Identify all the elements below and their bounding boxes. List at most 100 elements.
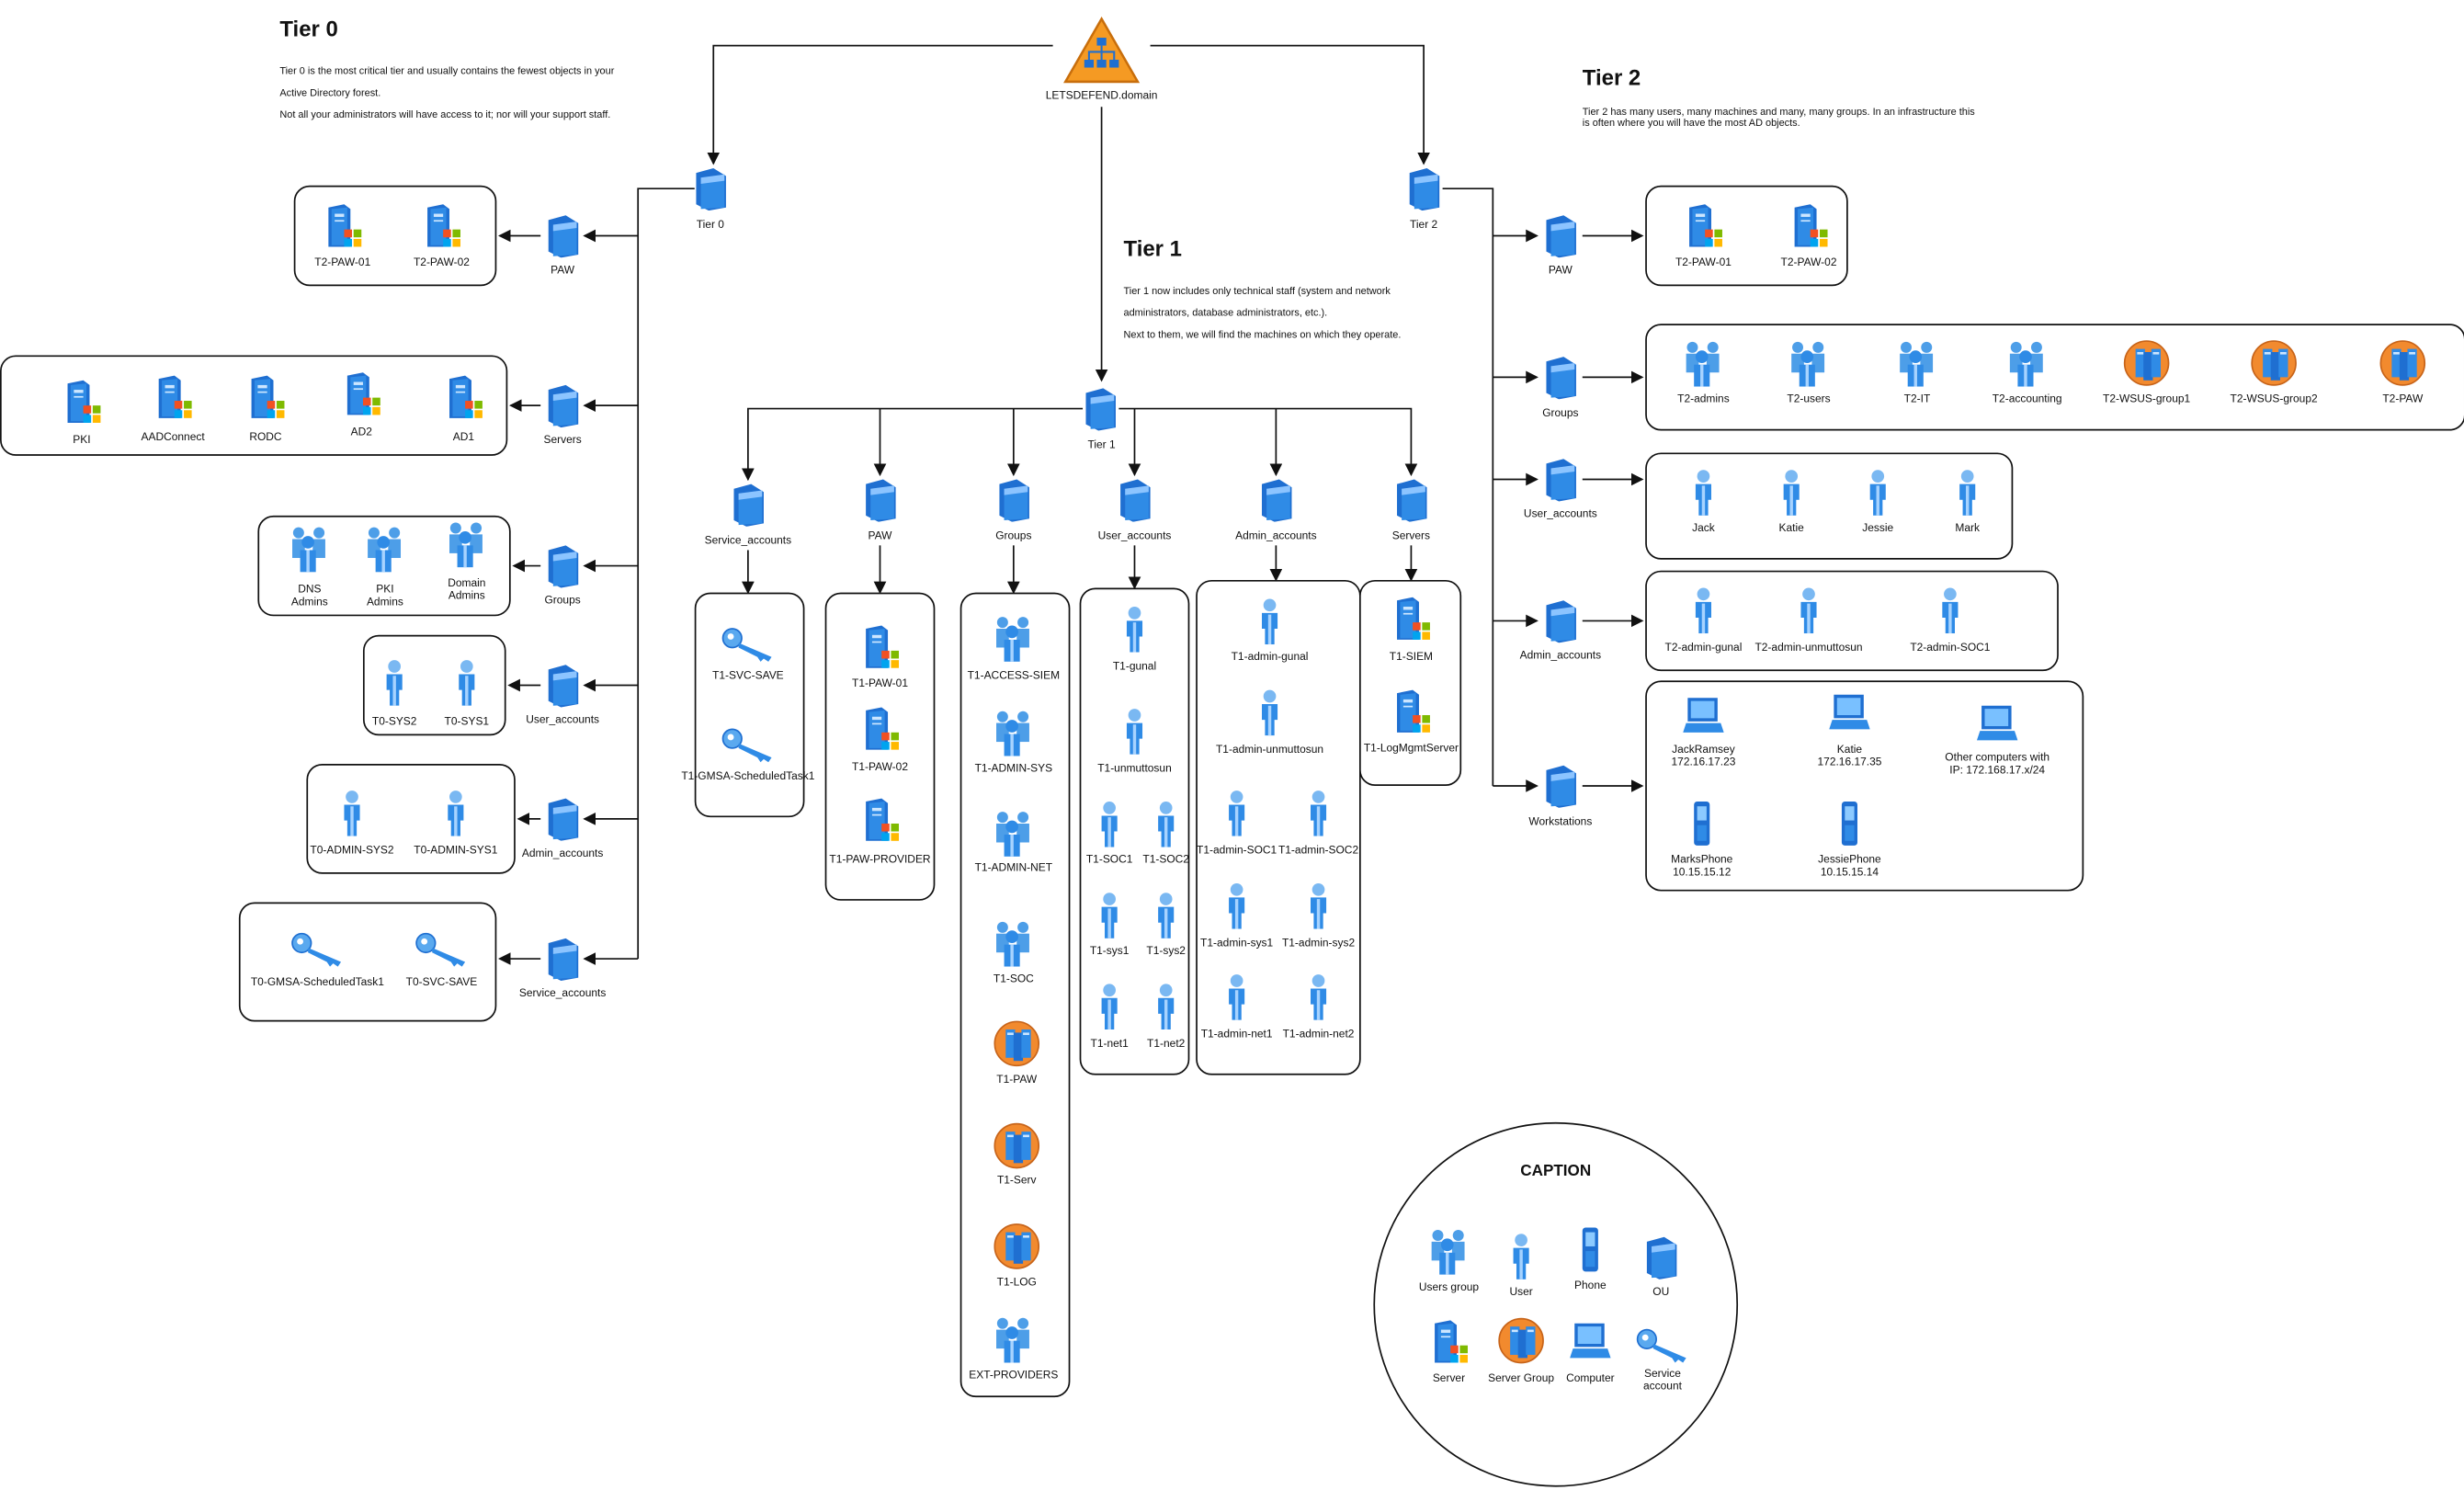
tier0-paw-box [293,185,497,287]
jack-label: Jack [1692,523,1715,535]
tier1-user-accounts-label: User_accounts [1097,530,1172,542]
caption-server-label: Server [1432,1373,1466,1385]
tier0-user-accounts-label: User_accounts [526,715,600,726]
katie-label: Katie 172.16.17.35 [1817,745,1882,769]
t0-gmsa-scheduledtask1-label: T0-GMSA-ScheduledTask1 [250,977,384,989]
t1-admin-gunal-label: T1-admin-gunal [1231,652,1309,664]
t1-admin-sys2-label: T1-admin-sys2 [1281,938,1356,950]
t0-admin-sys1-label: T0-ADMIN-SYS1 [414,845,498,857]
t1-svc-save-label: T1-SVC-SAVE [712,671,784,683]
tier2-workstations-label: Workstations [1528,817,1593,829]
t1-access-siem-label: T1-ACCESS-SIEM [967,671,1061,683]
tier2-description: Tier 2 has many users, many machines and… [1582,107,1975,130]
tier0-admin-accounts-label: Admin_accounts [521,848,604,860]
t2-paw-01-label: T2-PAW-01 [1675,257,1732,269]
tier1-admin-accounts-box [1196,579,1361,1075]
t1-paw-provider-label: T1-PAW-PROVIDER [829,855,931,867]
ext-providers-label: EXT-PROVIDERS [969,1371,1059,1382]
tier0-description: Tier 0 is the most critical tier and usu… [279,65,615,121]
t2-admins-label: T2-admins [1677,394,1730,406]
t1-logmgmtserver-label: T1-LogMgmtServer [1363,743,1459,755]
caption-user-label: User [1509,1287,1533,1299]
tier2-ou-label: Tier 2 [1410,220,1438,232]
t0-sys1-label: T0-SYS1 [444,716,490,728]
t1-admin-net1-label: T1-admin-net1 [1200,1029,1273,1041]
tier0-heading: Tier 0 [279,16,338,41]
katie-label: Katie [1778,523,1804,535]
tier2-admin-accounts-box [1645,570,2059,672]
t1-serv-label: T1-Serv [996,1176,1037,1187]
tier2-heading: Tier 2 [1582,64,1641,90]
t1-admin-unmuttosun-label: T1-admin-unmuttosun [1215,745,1324,756]
t1-paw-01-label: T1-PAW-01 [852,678,908,690]
caption-server-group-label: Server Group [1488,1373,1555,1385]
pki-label: PKI Admins [366,585,403,609]
t1-sys1-label: T1-sys1 [1089,946,1130,958]
t1-paw-label: T1-PAW [996,1075,1038,1086]
jessiephone-label: JessiePhone 10.15.15.14 [1818,855,1881,879]
t0-admin-sys2-label: T0-ADMIN-SYS2 [310,845,394,857]
tier2-user-accounts-label: User_accounts [1523,509,1597,520]
tier1-servers-label: Servers [1391,530,1431,542]
ad2-label: AD2 [350,427,372,439]
t1-net2-label: T1-net2 [1147,1039,1186,1051]
caption-phone-label: Phone [1574,1280,1607,1292]
tier1-ou-label: Tier 1 [1087,439,1116,451]
aadconnect-label: AADConnect [141,432,205,444]
t2-wsus-group1-label: T2-WSUS-group1 [2103,394,2191,406]
t1-siem-label: T1-SIEM [1389,652,1434,664]
pki-label: PKI [73,435,91,447]
t1-admin-soc1-label: T1-admin-SOC1 [1197,845,1277,857]
tier0-ou-label: Tier 0 [696,220,724,232]
t1-log-label: T1-LOG [996,1278,1037,1290]
tier1-paw-label: PAW [868,530,892,542]
t1-net1-label: T1-net1 [1090,1039,1129,1051]
t1-soc-label: T1-SOC [993,974,1034,986]
tier1-service-accounts-label: Service_accounts [704,536,792,548]
tier1-groups-label: Groups [995,530,1032,542]
domain-label: LETSDEFEND.domain [1045,91,1158,103]
dns-label: DNS Admins [290,585,328,609]
t2-admin-soc1-label: T2-admin-SOC1 [1910,643,1991,654]
caption-ou-label: OU [1652,1287,1670,1299]
t1-paw-02-label: T1-PAW-02 [852,762,908,774]
t1-gmsa-scheduledtask1-label: T1-GMSA-ScheduledTask1 [681,771,815,783]
t1-admin-net2-label: T1-admin-net2 [1282,1029,1355,1041]
caption-legend [1373,1121,1739,1487]
t2-users-label: T2-users [1787,394,1831,406]
tier2-admin-accounts-label: Admin_accounts [1519,650,1602,662]
t1-admin-soc2-label: T1-admin-SOC2 [1277,845,1359,857]
other-computers-with-label: Other computers with IP: 172.168.17.x/24 [1945,753,2050,777]
jackramsey-label: JackRamsey 172.16.17.23 [1671,745,1736,769]
t1-soc2-label: T1-SOC2 [1142,855,1189,867]
t1-admin-net-label: T1-ADMIN-NET [974,862,1053,874]
t2-accounting-label: T2-accounting [1992,394,2062,406]
t1-unmuttosun-label: T1-unmuttosun [1097,764,1172,775]
tier2-groups-label: Groups [1542,408,1579,420]
tier1-description: Tier 1 now includes only technical staff… [1123,286,1402,342]
tier2-groups-box [1645,324,2464,431]
tier0-servers-label: Servers [543,435,582,447]
caption-users-group-label: Users group [1418,1282,1480,1294]
caption-service-label: Service account [1643,1369,1682,1393]
t2-paw-02-label: T2-PAW-02 [413,257,470,269]
t1-sys2-label: T1-sys2 [1146,946,1186,958]
t2-wsus-group2-label: T2-WSUS-group2 [2230,394,2318,406]
t2-admin-unmuttosun-label: T2-admin-unmuttosun [1754,643,1863,654]
t1-admin-sys1-label: T1-admin-sys1 [1200,938,1274,950]
t2-admin-gunal-label: T2-admin-gunal [1664,643,1743,654]
domain-label: Domain Admins [448,578,486,602]
tier1-admin-accounts-label: Admin_accounts [1235,530,1317,542]
caption-title: CAPTION [1520,1163,1592,1181]
marksphone-label: MarksPhone 10.15.15.12 [1671,855,1733,879]
rodc-label: RODC [249,432,282,444]
t2-paw-02-label: T2-PAW-02 [1780,257,1837,269]
t1-admin-sys-label: T1-ADMIN-SYS [974,764,1053,775]
tier0-groups-label: Groups [544,596,581,608]
t0-svc-save-label: T0-SVC-SAVE [405,977,478,989]
t0-sys2-label: T0-SYS2 [371,716,417,728]
tier1-heading: Tier 1 [1123,235,1182,261]
tier0-paw-label: PAW [551,265,575,277]
